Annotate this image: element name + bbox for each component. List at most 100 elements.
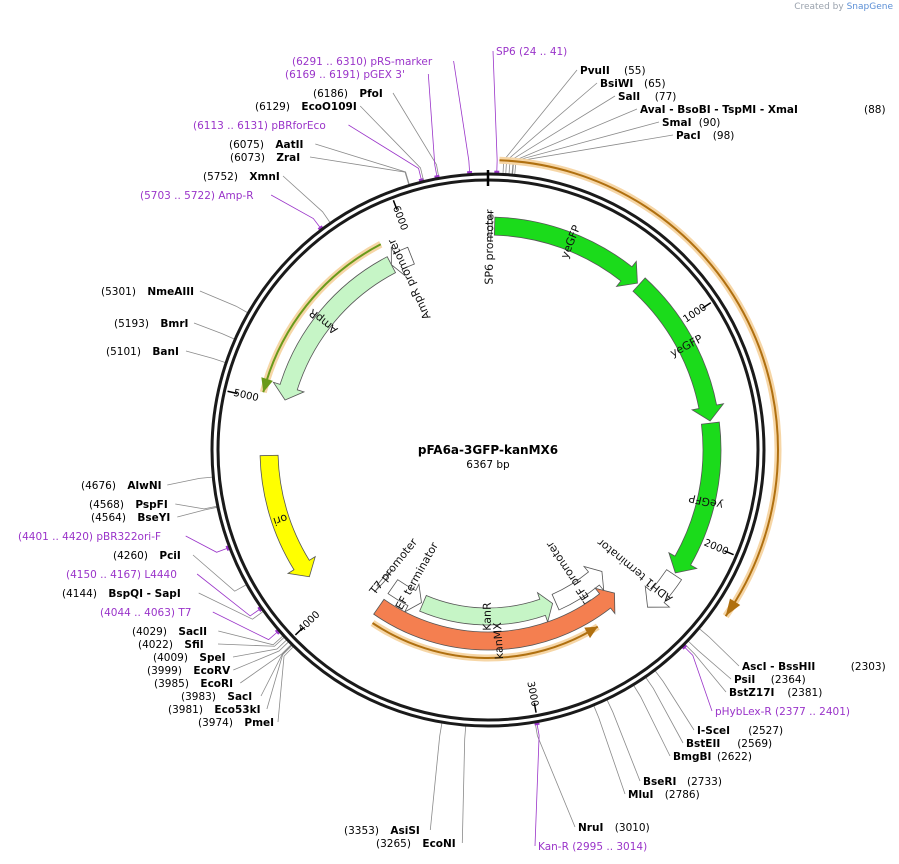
site-sp6-site[interactable]: SP6 (24 .. 41) [492, 46, 567, 174]
site-bspqi[interactable]: (4144)BspQI - SapI [62, 588, 264, 620]
site-eco53ki[interactable]: (3981)Eco53kI [168, 645, 293, 716]
site-saci[interactable]: (3983)SacI [181, 644, 292, 703]
site-coord: (2786) [665, 789, 700, 801]
site-aatii[interactable]: (6075)AatII [229, 139, 410, 185]
site-name: PmeI [244, 717, 274, 729]
feature-kanr[interactable] [419, 591, 554, 626]
leader-line [684, 644, 727, 693]
site-bmri[interactable]: (5193)BmrI [114, 318, 235, 340]
site-pvuii[interactable]: PvuII(55) [502, 65, 646, 174]
site-psii[interactable]: PsiI(2364) [688, 640, 806, 686]
site-pfoi[interactable]: (6186)PfoI [313, 88, 440, 178]
feature-ori[interactable] [259, 454, 316, 578]
feature-adh1-terminator[interactable] [644, 569, 683, 608]
site-phyblex[interactable]: pHybLex-R (2377 .. 2401) [681, 644, 850, 718]
feature-label-ampr-promoter: AmpR promoter [385, 236, 433, 321]
leader-line [534, 722, 576, 828]
site-xmni[interactable]: (5752)XmnI [203, 171, 331, 223]
site-sfii[interactable]: (4022)SfiI [138, 637, 285, 651]
site-name: EcoRV [193, 665, 231, 677]
site-name: SpeI [199, 652, 225, 664]
site-nrui[interactable]: NruI(3010) [534, 722, 650, 834]
site-prs-marker[interactable]: (6291 .. 6310) pRS-marker [292, 56, 473, 175]
orf-amp-arrowhead [261, 377, 273, 393]
site-amp-r-primer[interactable]: (5703 .. 5722) Amp-R [140, 190, 324, 231]
site-coord: (98) [713, 130, 735, 142]
leader-line [282, 175, 331, 223]
ruler-tick [392, 200, 398, 210]
plasmid-length: 6367 bp [466, 459, 510, 471]
site-coord: (2733) [687, 776, 722, 788]
leader-line [699, 628, 740, 667]
site-pbr322ori[interactable]: (4401 .. 4420) pBR322ori-F [18, 531, 231, 553]
site-ecorv[interactable]: (3999) EcoRV [147, 641, 289, 677]
site-alwni[interactable]: (4676)AlwNI [81, 476, 213, 492]
site-ecoo109i[interactable]: (6129)EcoO109I [255, 101, 424, 181]
leader-line [270, 194, 322, 230]
site-coord: (3010) [615, 822, 650, 834]
primer-label: (4044 .. 4063) T7 [100, 607, 191, 619]
site-spei[interactable]: (4009)SpeI [153, 639, 287, 664]
feature-yegfp-1[interactable] [493, 216, 638, 288]
primer-label: SP6 (24 .. 41) [496, 46, 567, 58]
site-bseyi[interactable]: (4564)BseYI [91, 506, 218, 524]
leader-line [199, 290, 248, 313]
site-asisi[interactable]: (3353)AsiSI [344, 723, 443, 837]
site-name: BseRI [643, 776, 676, 788]
site-pmei[interactable]: (3974)PmeI [198, 646, 294, 729]
site-bstz17i[interactable]: BstZ17I(2381) [684, 644, 822, 699]
leader-line [175, 503, 217, 510]
primer-label: (5703 .. 5722) Amp-R [140, 190, 254, 202]
snapgene-credit: Created by SnapGene [794, 2, 893, 12]
site-mlui[interactable]: MluI(2786) [593, 705, 700, 801]
leader-line [177, 506, 218, 518]
site-ecori[interactable]: (3985)EcoRI [154, 644, 292, 690]
site-name: PsiI [734, 674, 755, 686]
site-pcii[interactable]: (4260)PciI [113, 550, 247, 592]
site-sacii[interactable]: (4029)SacII [132, 626, 284, 646]
site-coord: (5101) [106, 346, 141, 358]
site-kan-r-primer[interactable]: Kan-R (2995 .. 3014) [534, 721, 648, 853]
feature-yegfp-3[interactable] [668, 421, 722, 574]
site-ecoNI[interactable]: (3265)EcoNI [376, 726, 467, 850]
feature-tef-terminator[interactable] [387, 579, 422, 613]
feature-tef-promoter[interactable] [551, 565, 605, 611]
ruler-tick [724, 550, 734, 556]
leader-line [185, 350, 226, 363]
leader-line [232, 639, 287, 658]
site-name: AsiSI [390, 825, 419, 837]
feature-sp6-promoter[interactable] [487, 209, 493, 243]
site-coord: (2527) [748, 725, 783, 737]
primer-label: (6113 .. 6131) pBRforEco [193, 120, 326, 132]
site-nmeaiii[interactable]: (5301)NmeAIII [101, 286, 248, 313]
site-coord: (3999) [147, 665, 182, 677]
site-i-scei[interactable]: I-SceI(2527) [654, 670, 783, 737]
site-coord: (5301) [101, 286, 136, 298]
site-ascI[interactable]: AscI - BssHII(2303) [699, 628, 886, 673]
feature-yegfp-2[interactable] [632, 277, 725, 422]
site-name: SacII [178, 626, 207, 638]
feature-kanmx[interactable] [373, 587, 616, 651]
site-bani[interactable]: (5101)BanI [106, 346, 226, 363]
site-bsiwi[interactable]: BsiWI(65) [505, 78, 666, 174]
site-bseri[interactable]: BseRI (2733) [606, 699, 722, 788]
site-t7-primer[interactable]: (4044 .. 4063) T7 [100, 607, 281, 641]
site-pspfi[interactable]: (4568)PspFI [89, 499, 217, 511]
feature-t7-promoter[interactable] [374, 569, 393, 593]
primer-label: (6169 .. 6191) pGEX 3' [285, 69, 405, 81]
leader-line [359, 105, 424, 181]
site-avai[interactable]: AvaI - BsoBI - TspMI - XmaI(88) [511, 104, 886, 175]
site-coord: (5752) [203, 171, 238, 183]
site-pgex3[interactable]: (6169 .. 6191) pGEX 3' [285, 69, 440, 179]
site-smai[interactable]: SmaI(90) [512, 117, 721, 175]
primer-label: (4150 .. 4167) L4440 [66, 569, 177, 581]
orf-amp-arc [262, 243, 382, 393]
leader-line [453, 60, 471, 174]
site-bsteii[interactable]: BstEII(2569) [645, 677, 772, 750]
feature-ampr-promoter[interactable] [390, 246, 415, 277]
leader-line [688, 640, 732, 680]
site-bmgbi[interactable]: BmgBI(2622) [633, 685, 752, 763]
ruler-tick-label: 3000 [524, 681, 539, 708]
site-l4440[interactable]: (4150 .. 4167) L4440 [66, 569, 263, 617]
